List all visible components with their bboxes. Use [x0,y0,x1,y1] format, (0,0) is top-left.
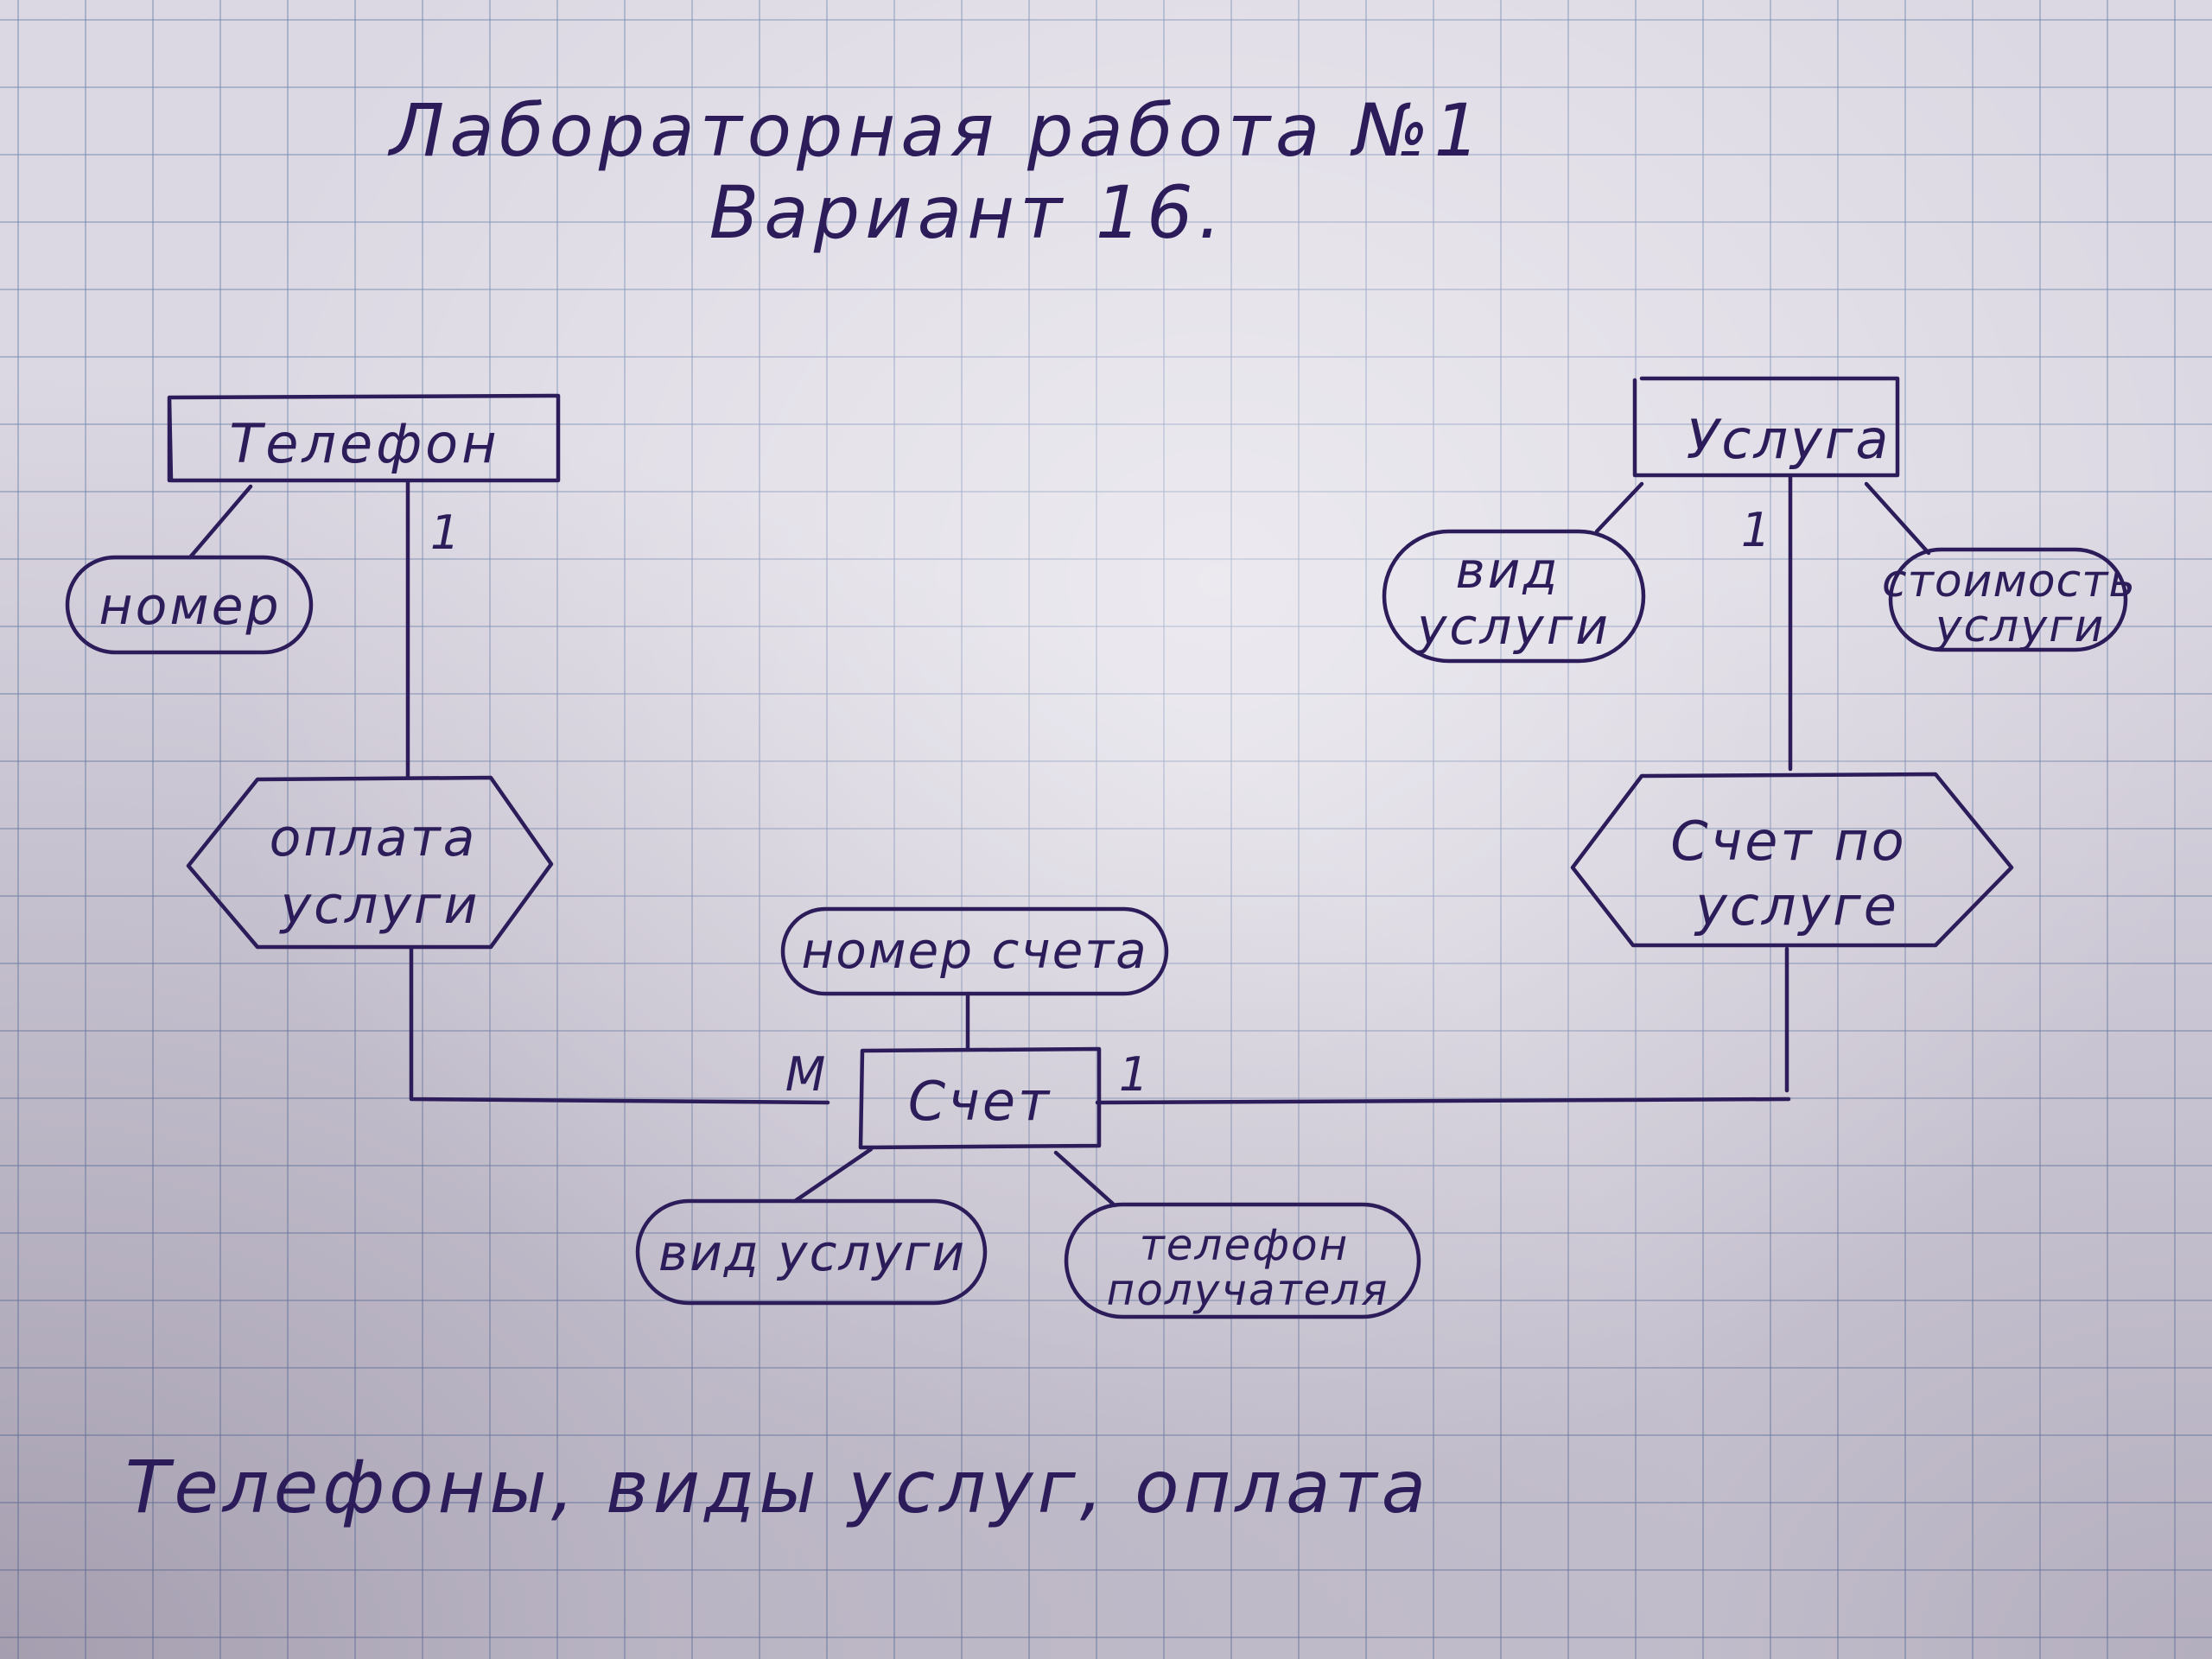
attribute-vid-line1: вид [1456,541,1560,600]
attribute-nomer-scheta-label: номер счета [801,921,1147,980]
attribute-vid-line2: услуги [1415,597,1611,656]
cardinality-schet-left: М [785,1047,826,1102]
attribute-telefon-poluchatelya: телефон получателя [1053,1150,1421,1319]
attribute-telefon-poluch-line2: получателя [1107,1265,1389,1315]
relationship-oplata-line2: услуги [279,875,480,936]
attribute-vid-schet-label: вид услуги [658,1224,966,1282]
relationship-schetpo-line2: услуге [1694,874,1899,938]
title-line-1: Лабораторная работа №1 [387,88,1485,173]
entity-telefon: Телефон [167,393,561,483]
attribute-nomer-label: номер [99,576,281,637]
cardinality-usluga-schet: 1 [1741,503,1770,557]
entity-schet-label: Счет [908,1070,1052,1133]
line-schet-schetpo [1095,1096,1791,1105]
relationship-schet-po-usluge: Счет по услуге [1570,772,2014,948]
attribute-vid-uslugi-schet: вид услуги [635,1147,988,1306]
attribute-nomer-scheta: номер счета [780,906,1169,1052]
entity-usluga-label: Услуга [1687,408,1891,471]
attribute-nomer: номер [65,484,314,655]
attribute-telefon-poluch-line1: телефон [1140,1220,1350,1270]
cardinality-schet-right: 1 [1119,1047,1148,1102]
relationship-oplata-line1: оплата [270,808,478,868]
entity-schet: Счет [858,1046,1102,1150]
line-oplata-schet [409,946,830,1105]
relationship-schetpo-line1: Счет по [1670,810,1906,873]
entity-telefon-label: Телефон [229,412,499,475]
footer-note: Телефоны, виды услуг, оплата [125,1445,1430,1529]
relationship-oplata-uslugi: оплата услуги [186,775,554,950]
entity-usluga: Услуга [1632,376,1900,478]
attribute-vid-uslugi: вид услуги [1382,481,1646,664]
attribute-stoimost-line2: услуги [1934,601,2106,652]
attribute-stoimost: стоимость услуги [1864,481,2136,652]
attribute-stoimost-line1: стоимость [1882,556,2136,607]
cardinality-telefon-oplata: 1 [430,505,460,560]
title-line-2: Вариант 16. [709,170,1227,255]
